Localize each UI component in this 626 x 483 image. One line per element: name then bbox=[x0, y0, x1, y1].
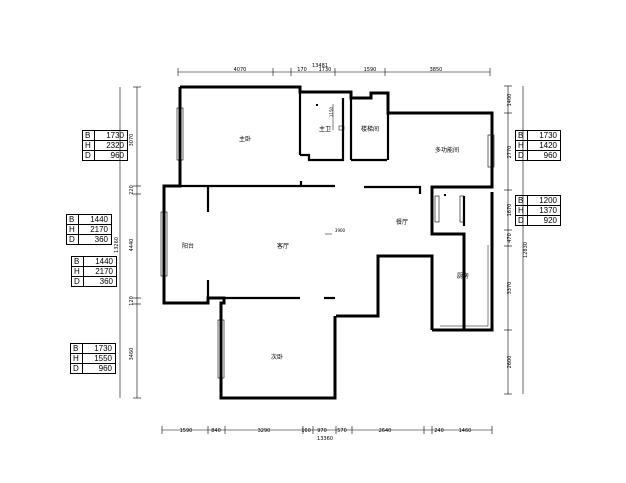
row-label-b: B bbox=[515, 195, 528, 206]
bath-dimension-mark: 1150 bbox=[329, 106, 334, 117]
bottom-dim-2: 840 bbox=[211, 428, 221, 434]
right-dim-6: 2600 bbox=[507, 356, 513, 369]
bath-fixture-mark bbox=[316, 104, 318, 106]
right-dim-1: 1400 bbox=[507, 94, 513, 107]
row-label-h: H bbox=[71, 266, 84, 277]
row-label-h: H bbox=[82, 140, 95, 151]
bottom-dim-1: 1590 bbox=[180, 428, 193, 434]
row-label-b: B bbox=[71, 256, 84, 267]
window-height: 2320 bbox=[94, 140, 128, 151]
left-overall-dim: 13260 bbox=[114, 237, 120, 253]
center-dimension-mark: 3900 bbox=[335, 228, 346, 233]
right-dim-2: 2770 bbox=[507, 146, 513, 159]
row-label-h: H bbox=[70, 353, 83, 364]
right-overall-dim: 12830 bbox=[523, 242, 529, 258]
room-label-balcony: 阳台 bbox=[182, 242, 194, 250]
bottom-dim-6: 570 bbox=[337, 428, 347, 434]
window-height: 2170 bbox=[78, 224, 112, 235]
window-width: 1730 bbox=[94, 130, 128, 141]
room-label-kitchen: 厨房 bbox=[457, 272, 469, 280]
row-label-b: B bbox=[515, 130, 528, 141]
left-dim-1: 3070 bbox=[129, 134, 135, 147]
right-dim-3: 1670 bbox=[507, 204, 513, 217]
left-dim-3: 4440 bbox=[129, 239, 135, 252]
row-label-b: B bbox=[82, 130, 95, 141]
bottom-dim-9: 1460 bbox=[459, 428, 472, 434]
row-label-d: D bbox=[82, 150, 95, 161]
room-label-second-bedroom: 次卧 bbox=[271, 353, 283, 361]
row-label-h: H bbox=[66, 224, 79, 235]
bottom-overall-dim: 13360 bbox=[317, 436, 333, 442]
window-height: 1370 bbox=[527, 205, 561, 216]
window-width: 1730 bbox=[527, 130, 561, 141]
bottom-dim-3: 3290 bbox=[258, 428, 271, 434]
right-dim-4: 470 bbox=[507, 233, 513, 243]
window-depth: 960 bbox=[94, 150, 128, 161]
walls bbox=[162, 85, 494, 400]
left-dim-2: 220 bbox=[129, 185, 135, 195]
window-width: 1440 bbox=[83, 256, 117, 267]
room-label-living: 客厅 bbox=[277, 242, 289, 250]
bottom-dim-4: 160 bbox=[301, 428, 311, 434]
window-depth: 360 bbox=[78, 234, 112, 245]
multi-room-fixture-mark bbox=[444, 194, 446, 196]
row-label-b: B bbox=[70, 343, 83, 354]
window-height: 1550 bbox=[82, 353, 116, 364]
left-dim-4: 120 bbox=[129, 296, 135, 306]
top-overall-dim: 13481 bbox=[312, 63, 328, 69]
row-label-d: D bbox=[515, 215, 528, 226]
window-depth: 360 bbox=[83, 276, 117, 287]
row-label-d: D bbox=[66, 234, 79, 245]
window-width: 1440 bbox=[78, 214, 112, 225]
left-dim-5: 3460 bbox=[129, 348, 135, 361]
bath-vent-box bbox=[338, 125, 345, 131]
row-label-h: H bbox=[515, 205, 528, 216]
row-label-h: H bbox=[515, 140, 528, 151]
window-width: 1200 bbox=[527, 195, 561, 206]
window-depth: 960 bbox=[82, 363, 116, 374]
kitchen-counter bbox=[440, 245, 489, 327]
top-dim-1: 4070 bbox=[234, 67, 247, 73]
window-height: 2170 bbox=[83, 266, 117, 277]
room-label-stairs: 楼梯间 bbox=[361, 125, 379, 133]
room-label-dining: 餐厅 bbox=[396, 218, 408, 226]
room-label-master-bath: 主卫 bbox=[319, 125, 331, 133]
row-label-d: D bbox=[515, 150, 528, 161]
bottom-dim-7: 2640 bbox=[379, 428, 392, 434]
top-dim-2: 170 bbox=[297, 67, 307, 73]
row-label-d: D bbox=[70, 363, 83, 374]
partitions bbox=[180, 92, 466, 303]
bottom-dim-5: 970 bbox=[317, 428, 327, 434]
window-height: 1420 bbox=[527, 140, 561, 151]
top-dimension-line bbox=[177, 68, 491, 76]
window-depth: 960 bbox=[527, 150, 561, 161]
right-dim-5: 3370 bbox=[507, 282, 513, 295]
window-depth: 920 bbox=[527, 215, 561, 226]
row-label-b: B bbox=[66, 214, 79, 225]
bottom-dimension-line bbox=[161, 426, 493, 434]
bottom-dim-8: 240 bbox=[434, 428, 444, 434]
top-dim-4: 1590 bbox=[364, 67, 377, 73]
row-label-d: D bbox=[71, 276, 84, 287]
room-label-multi-room: 多功能间 bbox=[435, 146, 459, 154]
window-marks bbox=[160, 107, 495, 379]
top-dim-3: 1730 bbox=[319, 67, 332, 73]
top-dim-5: 3850 bbox=[430, 67, 443, 73]
room-label-master-bedroom: 主卧 bbox=[239, 135, 251, 143]
window-width: 1730 bbox=[82, 343, 116, 354]
